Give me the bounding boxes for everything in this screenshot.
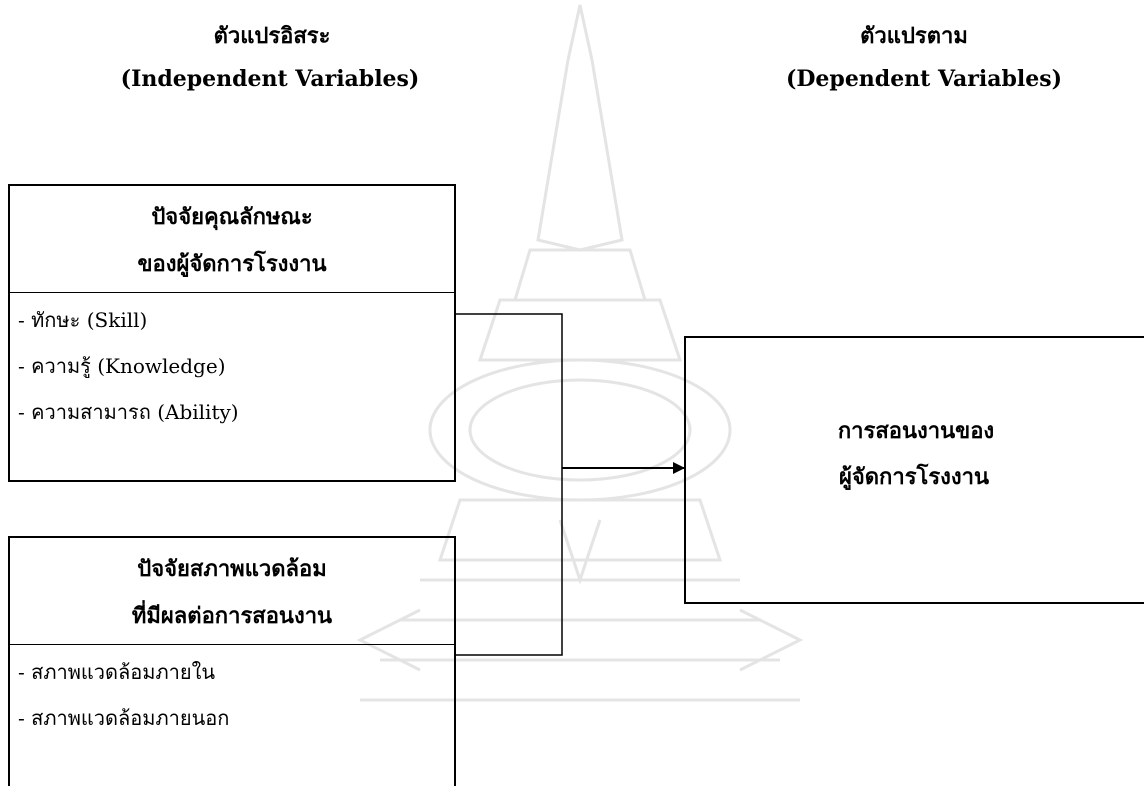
dependent-heading-en: (Dependent Variables) — [785, 66, 1063, 92]
list-item: - สภาพแวดล้อมภายนอก — [18, 706, 230, 730]
connector-bracket — [456, 313, 563, 656]
independent-heading-en: (Independent Variables) — [120, 66, 420, 92]
list-item: - ทักษะ (Skill) — [18, 308, 148, 332]
environment-factor-list: - สภาพแวดล้อมภายใน - สภาพแวดล้อมภายนอก — [10, 645, 454, 741]
list-item: - สภาพแวดล้อมภายใน — [18, 660, 216, 684]
characteristics-title-line1: ปัจจัยคุณลักษณะ — [151, 204, 313, 230]
characteristics-title-line2: ของผู้จัดการโรงงาน — [137, 251, 327, 277]
dependent-variable-line2: ผู้จัดการโรงงาน — [838, 464, 990, 490]
environment-title-line2: ที่มีผลต่อการสอนงาน — [131, 603, 333, 629]
dependent-heading-th: ตัวแปรตาม — [860, 23, 968, 49]
seal-watermark — [356, 4, 804, 702]
dependent-variable-line1: การสอนงานของ — [837, 418, 995, 444]
characteristics-factor-list: - ทักษะ (Skill) - ความรู้ (Knowledge) - … — [10, 293, 454, 435]
environment-title-line1: ปัจจัยสภาพแวดล้อม — [137, 556, 327, 582]
characteristics-factor-box: ปัจจัยคุณลักษณะ ของผู้จัดการโรงงาน - ทัก… — [8, 184, 456, 482]
list-item: - ความสามารถ (Ability) — [18, 400, 239, 424]
environment-factor-title: ปัจจัยสภาพแวดล้อม ที่มีผลต่อการสอนงาน — [10, 538, 454, 645]
independent-heading-th: ตัวแปรอิสระ — [213, 23, 331, 49]
list-item: - ความรู้ (Knowledge) — [18, 354, 226, 378]
characteristics-factor-title: ปัจจัยคุณลักษณะ ของผู้จัดการโรงงาน — [10, 186, 454, 293]
dependent-variable-box — [684, 336, 1144, 604]
environment-factor-box: ปัจจัยสภาพแวดล้อม ที่มีผลต่อการสอนงาน - … — [8, 536, 456, 786]
